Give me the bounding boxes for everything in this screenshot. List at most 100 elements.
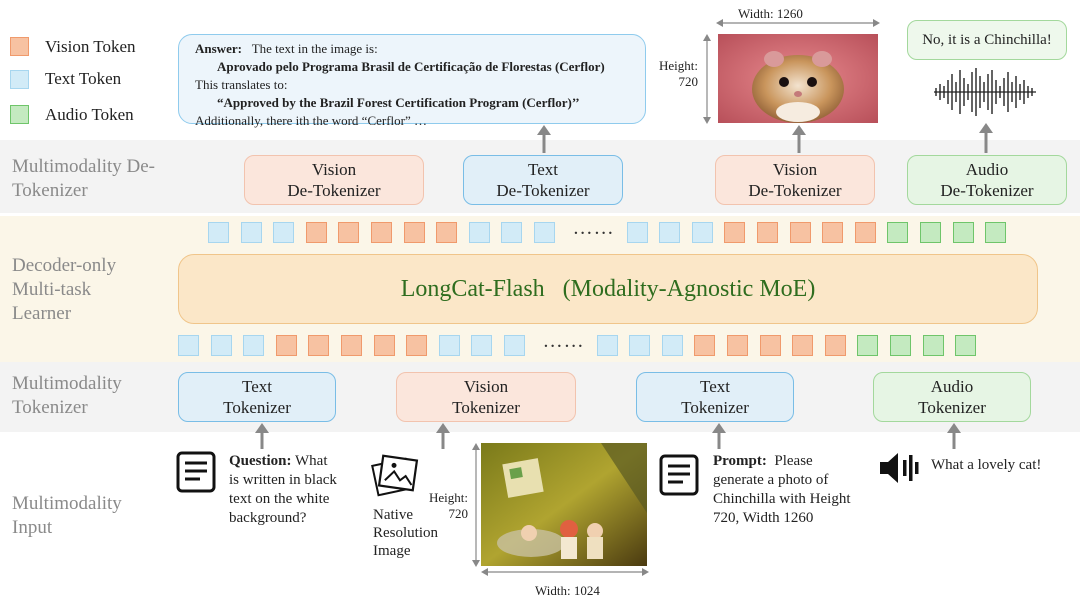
- audio-token: [955, 335, 977, 356]
- text-detokenizer: Text De-Tokenizer: [463, 155, 623, 205]
- legend-text-label: Text Token: [45, 69, 122, 88]
- vision-tokenizer: Vision Tokenizer: [396, 372, 576, 422]
- prompt-document-icon: [659, 454, 699, 496]
- prompt-input: Prompt: Please generate a photo of Chinc…: [713, 452, 863, 528]
- vision-detokenizer-2-line2: De-Tokenizer: [748, 181, 842, 200]
- vision-token: [436, 222, 458, 243]
- output-height-label: Height: 720: [658, 58, 698, 90]
- input-width-arrow: [481, 568, 649, 576]
- text-token: [504, 335, 525, 356]
- vision-detokenizer-2: Vision De-Tokenizer: [715, 155, 875, 205]
- answer-line4: “Approved by the Brazil Forest Certifica…: [217, 95, 580, 110]
- text-tokenizer-1-line2: Tokenizer: [223, 398, 291, 417]
- legend-vision-label: Vision Token: [45, 37, 136, 56]
- vision-token: [338, 222, 360, 243]
- output-width-label: Width: 1260: [738, 6, 803, 21]
- arrow-up-vision-detok: [792, 125, 806, 153]
- output-height-label-text: Height:: [659, 58, 698, 73]
- question-input: Question: What is written in black text …: [229, 452, 339, 528]
- row-label-tokenizer: Multimodality Tokenizer: [12, 373, 122, 418]
- row-label-detokenizer: Multimodality De-Tokenizer: [12, 156, 156, 201]
- token-ellipsis: ……: [542, 330, 585, 352]
- longcat-flash-core: LongCat-Flash (Modality-Agnostic MoE): [178, 254, 1038, 324]
- vision-tokenizer-line2: Tokenizer: [452, 398, 520, 417]
- legend-audio-swatch: [10, 105, 29, 124]
- answer-prefix: Answer:: [195, 41, 242, 56]
- answer-output-box: Answer: The text in the image is: Aprova…: [178, 34, 646, 128]
- output-height-arrow: [703, 34, 711, 124]
- text-detokenizer-line2: De-Tokenizer: [496, 181, 590, 200]
- vision-token: [694, 335, 716, 356]
- text-tokenizer-2-line2: Tokenizer: [681, 398, 749, 417]
- legend-text-swatch: [10, 70, 29, 89]
- answer-line5: Additionally, there ith the word “Cerflo…: [195, 113, 428, 128]
- arrow-up-audio-detok: [979, 123, 993, 153]
- vision-token: [305, 222, 327, 243]
- answer-line1: The text in the image is:: [251, 41, 378, 56]
- vision-token: [373, 335, 395, 356]
- text-token: [659, 222, 681, 243]
- generated-chinchilla-image: [718, 34, 878, 123]
- text-token: [629, 335, 651, 356]
- document-icon: [176, 451, 216, 493]
- text-token: [273, 222, 295, 243]
- vision-token: [792, 335, 814, 356]
- speaker-icon: [880, 453, 919, 483]
- audio-token: [857, 335, 879, 356]
- text-token: [596, 335, 618, 356]
- audio-detokenizer: Audio De-Tokenizer: [907, 155, 1067, 205]
- audio-tokenizer-line1: Audio: [930, 377, 974, 396]
- text-token: [661, 335, 683, 356]
- native-resolution-caption: Native Resolution Image: [373, 507, 439, 559]
- vision-detokenizer-1: Vision De-Tokenizer: [244, 155, 424, 205]
- text-tokenizer-1-line1: Text: [242, 377, 272, 396]
- vision-token: [341, 335, 362, 356]
- vision-detokenizer-1-line1: Vision: [311, 160, 357, 179]
- audio-tokenizer-line2: Tokenizer: [918, 398, 986, 417]
- vision-detokenizer-2-line1: Vision: [772, 160, 818, 179]
- audio-input-text: What a lovely cat!: [931, 457, 1042, 473]
- vision-token: [727, 335, 748, 356]
- text-token: [471, 335, 493, 356]
- text-token: [468, 222, 490, 243]
- vision-token: [308, 335, 330, 356]
- text-token: [240, 222, 262, 243]
- text-token: [626, 222, 648, 243]
- text-detokenizer-line1: Text: [528, 160, 558, 179]
- legend-vision-swatch: [10, 37, 29, 56]
- image-stack-icon: [371, 454, 419, 497]
- legend-audio-label: Audio Token: [45, 105, 134, 124]
- text-token: [178, 335, 199, 356]
- input-height-label: Height: 720: [422, 490, 468, 522]
- vision-token: [854, 222, 876, 243]
- vision-token: [822, 222, 844, 243]
- audio-token: [887, 222, 909, 243]
- audio-token: [890, 335, 911, 356]
- vision-token: [406, 335, 428, 356]
- vision-detokenizer-1-line2: De-Tokenizer: [287, 181, 381, 200]
- input-width-label: Width: 1024: [535, 583, 600, 598]
- vision-tokenizer-line1: Vision: [463, 377, 509, 396]
- text-token: [208, 222, 229, 243]
- vision-token: [371, 222, 392, 243]
- arrow-up-text-tok-2: [712, 423, 726, 449]
- output-width-arrow: [716, 19, 880, 27]
- core-label: LongCat-Flash (Modality-Agnostic MoE): [400, 275, 816, 302]
- text-token: [438, 335, 460, 356]
- text-tokenizer-1: Text Tokenizer: [178, 372, 336, 422]
- audio-waveform-icon: [934, 68, 1036, 116]
- audio-detokenizer-line2: De-Tokenizer: [940, 181, 1034, 200]
- vision-token: [724, 222, 746, 243]
- output-height-value: 720: [678, 74, 699, 89]
- text-token: [501, 222, 523, 243]
- audio-token: [985, 222, 1007, 243]
- question-prefix: Question:: [229, 453, 292, 469]
- vision-token: [824, 335, 846, 356]
- text-token: [534, 222, 555, 243]
- audio-detokenizer-line1: Audio: [965, 160, 1009, 179]
- input-height-label-text: Height:: [429, 490, 468, 505]
- text-token: [243, 335, 265, 356]
- text-tokenizer-2-line1: Text: [700, 377, 730, 396]
- audio-reply-text: No, it is a Chinchilla!: [922, 31, 1052, 48]
- prompt-text: Please generate a photo of Chinchilla wi…: [713, 453, 851, 526]
